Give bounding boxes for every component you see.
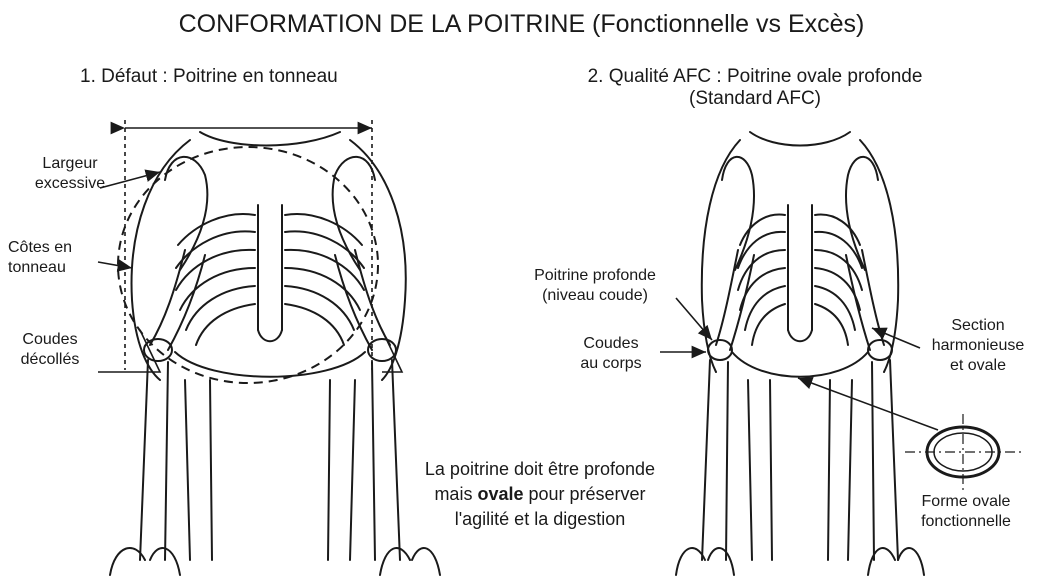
label-barrel-ribs-line2: tonneau — [8, 258, 72, 278]
label-section-line2: harmonieuse — [922, 336, 1034, 356]
label-deep-chest-line1: Poitrine profonde — [520, 266, 670, 286]
right-heading-line1: 2. Qualité AFC : Poitrine ovale profonde — [566, 66, 944, 88]
label-loose-elbows-line1: Coudes — [4, 330, 96, 350]
right-panel-heading: 2. Qualité AFC : Poitrine ovale profonde… — [566, 66, 944, 110]
left-panel-heading: 1. Défaut : Poitrine en tonneau — [80, 66, 338, 88]
label-elbows-in-line1: Coudes — [566, 334, 656, 354]
label-deep-chest-line2: (niveau coude) — [520, 286, 670, 306]
center-note-line2-post: pour préserver — [523, 484, 645, 504]
label-oval-shape-line2: fonctionnelle — [910, 512, 1022, 532]
center-note: La poitrine doit être profonde mais oval… — [360, 457, 720, 532]
label-deep-chest: Poitrine profonde (niveau coude) — [520, 266, 670, 306]
label-section-line3: et ovale — [922, 356, 1034, 376]
center-note-line2: mais ovale pour préserver — [360, 482, 720, 507]
barrel-outline — [118, 147, 378, 383]
label-excess-width-line1: Largeur — [18, 154, 122, 174]
label-section: Section harmonieuse et ovale — [922, 316, 1034, 376]
label-excess-width-line2: excessive — [18, 174, 122, 194]
right-heading-line2: (Standard AFC) — [566, 88, 944, 110]
label-barrel-ribs: Côtes en tonneau — [8, 238, 72, 278]
label-excess-width: Largeur excessive — [18, 154, 122, 194]
label-oval-shape: Forme ovale fonctionnelle — [910, 492, 1022, 532]
center-note-line1: La poitrine doit être profonde — [360, 457, 720, 482]
label-section-line1: Section — [922, 316, 1034, 336]
label-elbows-in: Coudes au corps — [566, 334, 656, 374]
label-loose-elbows-line2: décollés — [4, 350, 96, 370]
center-note-line2-pre: mais — [434, 484, 477, 504]
label-elbows-in-line2: au corps — [566, 354, 656, 374]
page-title: CONFORMATION DE LA POITRINE (Fonctionnel… — [0, 10, 1043, 39]
center-note-line3: l'agilité et la digestion — [360, 507, 720, 532]
label-oval-shape-line1: Forme ovale — [910, 492, 1022, 512]
label-loose-elbows: Coudes décollés — [4, 330, 96, 370]
label-barrel-ribs-line1: Côtes en — [8, 238, 72, 258]
oval-section-icon — [905, 414, 1021, 490]
center-note-line2-bold: ovale — [477, 484, 523, 504]
